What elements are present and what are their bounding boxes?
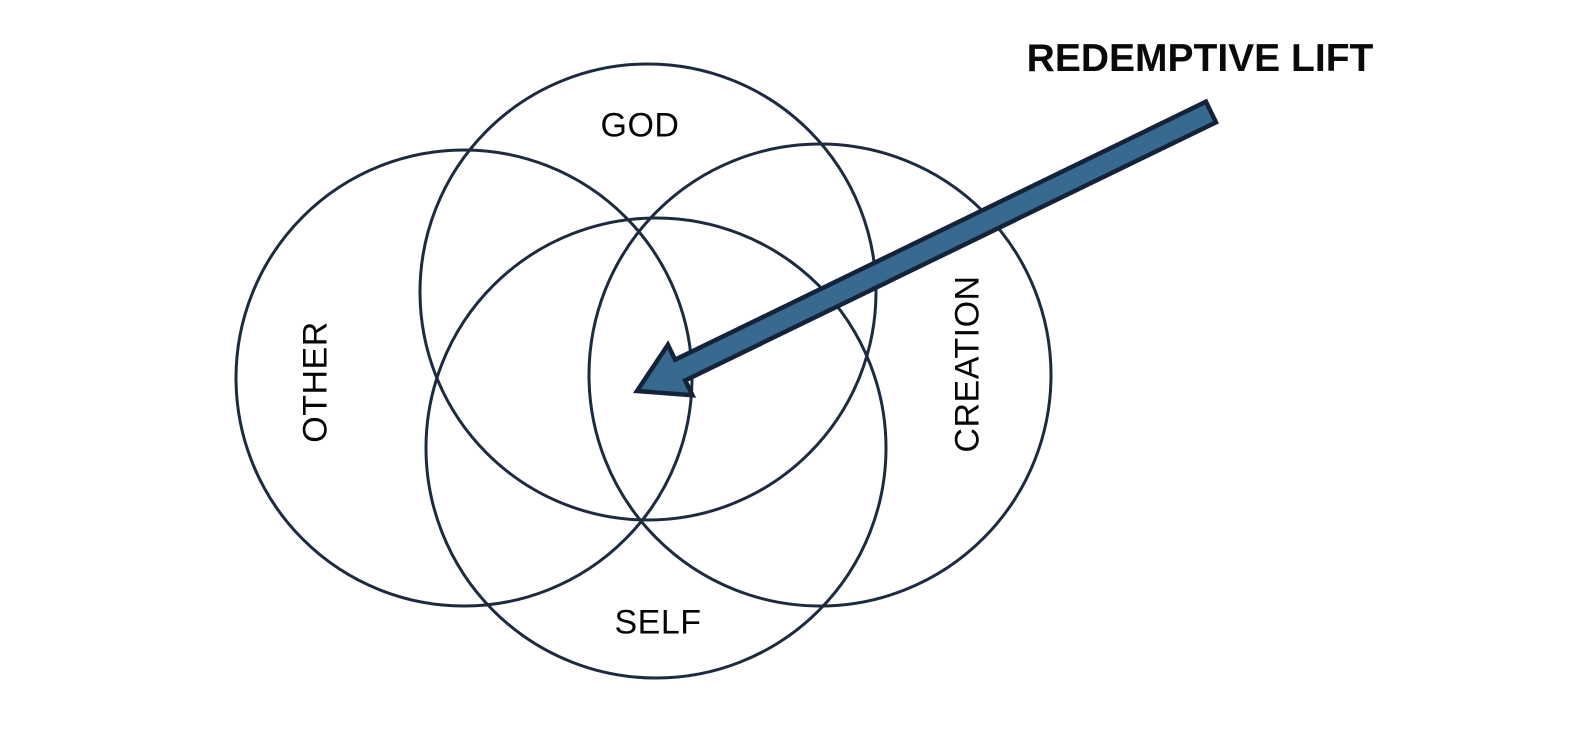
circle-self [424, 216, 888, 680]
redemptive-lift-arrow [632, 98, 1220, 398]
venn-circles-group [234, 62, 1053, 680]
circle-label-self: SELF [614, 603, 702, 642]
redemptive-lift-title: REDEMPTIVE LIFT [1026, 37, 1374, 80]
circle-label-god: GOD [600, 106, 680, 145]
circle-god [418, 62, 878, 522]
circle-label-creation: CREATION [948, 275, 987, 453]
circle-creation [587, 142, 1053, 608]
circle-label-other: OTHER [296, 321, 335, 443]
